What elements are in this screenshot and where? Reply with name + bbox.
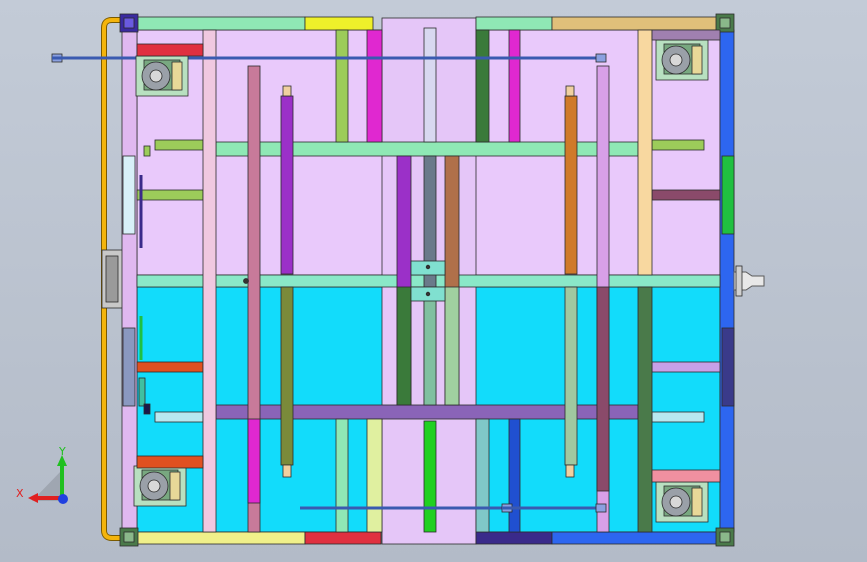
caster-pink-strip-4 bbox=[651, 469, 721, 483]
rod-brown-lower bbox=[596, 286, 610, 492]
rod-left-b bbox=[280, 95, 294, 275]
caster-hub-1 bbox=[149, 69, 163, 83]
column-magenta-lower bbox=[366, 418, 383, 533]
left-hook-upper bbox=[122, 155, 136, 235]
tow-hitch-bar bbox=[735, 265, 743, 297]
triad-y-arrowhead bbox=[57, 455, 67, 466]
column-darkgreen-lower bbox=[475, 418, 490, 533]
adjuster-nut-2 bbox=[595, 53, 607, 63]
center-bar-grey-lower bbox=[444, 286, 460, 406]
rod-right-a bbox=[564, 95, 578, 275]
top-rail-yellow bbox=[304, 16, 374, 31]
caster-fork-4 bbox=[691, 487, 703, 517]
caster-hub-2 bbox=[669, 53, 683, 67]
rod-left-a bbox=[247, 65, 261, 533]
corner-post-cap-2 bbox=[719, 17, 731, 29]
handle-bracket-inner bbox=[105, 255, 119, 303]
right-block-green bbox=[721, 155, 735, 235]
upper-arm-right bbox=[651, 139, 705, 151]
corner-post-cap-1 bbox=[123, 17, 135, 29]
rod-cap-left-top bbox=[282, 85, 292, 97]
column-lime-upper bbox=[335, 29, 349, 143]
lower-arm-right bbox=[651, 411, 705, 423]
left-column bbox=[202, 29, 217, 533]
right-block-navy bbox=[721, 327, 735, 407]
column-magenta-upper bbox=[366, 29, 383, 143]
mid-arm-left-upper bbox=[136, 189, 204, 201]
caster-hub-3 bbox=[147, 479, 161, 493]
triad-x-label: X bbox=[16, 487, 24, 500]
center-strip-top bbox=[423, 27, 437, 143]
bottom-rail-red bbox=[304, 531, 382, 545]
fastener-center-a bbox=[425, 264, 431, 270]
top-rail-yellow-b bbox=[475, 16, 553, 31]
column-darkgreen-upper bbox=[475, 29, 490, 143]
coordinate-triad: Y X bbox=[16, 445, 68, 504]
column-magenta-right-upper bbox=[508, 29, 521, 143]
adjuster-nut-4 bbox=[595, 503, 607, 513]
rod-cap-right-bottom bbox=[565, 464, 575, 478]
caster-fork-1 bbox=[171, 61, 183, 91]
right-column-lower bbox=[637, 286, 653, 533]
rod-right-a-lower bbox=[564, 286, 578, 466]
left-hook-lower bbox=[122, 327, 136, 407]
lower-arm-left bbox=[154, 411, 204, 423]
column-lime-lower bbox=[335, 418, 349, 533]
top-rail-left bbox=[136, 16, 306, 31]
caster-hub-4 bbox=[669, 495, 683, 509]
right-rail bbox=[719, 29, 735, 533]
upper-arm-left bbox=[154, 139, 204, 151]
caster-fork-2 bbox=[691, 45, 703, 75]
left-pin-lower-block bbox=[138, 377, 146, 407]
left-rail bbox=[121, 29, 138, 533]
mid-arm-left-lower bbox=[136, 361, 204, 373]
rod-cap-right-top bbox=[565, 85, 575, 97]
frame-assembly bbox=[51, 13, 765, 547]
mid-arm-right-lower bbox=[651, 361, 721, 373]
rod-left-b-lower bbox=[280, 286, 294, 466]
rod-magenta-lower bbox=[247, 418, 261, 504]
mid-arm-right-upper bbox=[651, 189, 721, 201]
rod-cap-left-bottom bbox=[282, 464, 292, 478]
triad-y-label: Y bbox=[58, 445, 66, 458]
caster-red-strip-1 bbox=[136, 43, 204, 57]
column-blue-right-lower bbox=[508, 418, 521, 533]
corner-post-cap-4 bbox=[719, 531, 731, 543]
caster-fork-3 bbox=[169, 471, 181, 501]
left-block-dark bbox=[143, 403, 151, 415]
fastener-left bbox=[243, 278, 249, 284]
bottom-rail-navy bbox=[475, 531, 553, 545]
center-bar-dkgreen-lower bbox=[396, 286, 412, 406]
top-rail-right bbox=[551, 16, 721, 31]
corner-post-cap-3 bbox=[123, 531, 135, 543]
triad-x-arrowhead bbox=[28, 493, 38, 503]
center-strip-bottom bbox=[423, 420, 437, 533]
left-tab-small bbox=[143, 145, 151, 157]
bottom-rail-left bbox=[136, 531, 306, 545]
bottom-rail-right bbox=[551, 531, 721, 545]
center-bar-green-lower bbox=[423, 286, 437, 406]
caster-top-right-band bbox=[651, 29, 721, 41]
right-column-upper bbox=[637, 29, 653, 276]
fastener-center-b bbox=[425, 291, 431, 297]
triad-plane-shadow bbox=[32, 470, 62, 501]
caster-orange-strip-3 bbox=[136, 455, 204, 469]
triad-z-axis bbox=[58, 494, 68, 504]
